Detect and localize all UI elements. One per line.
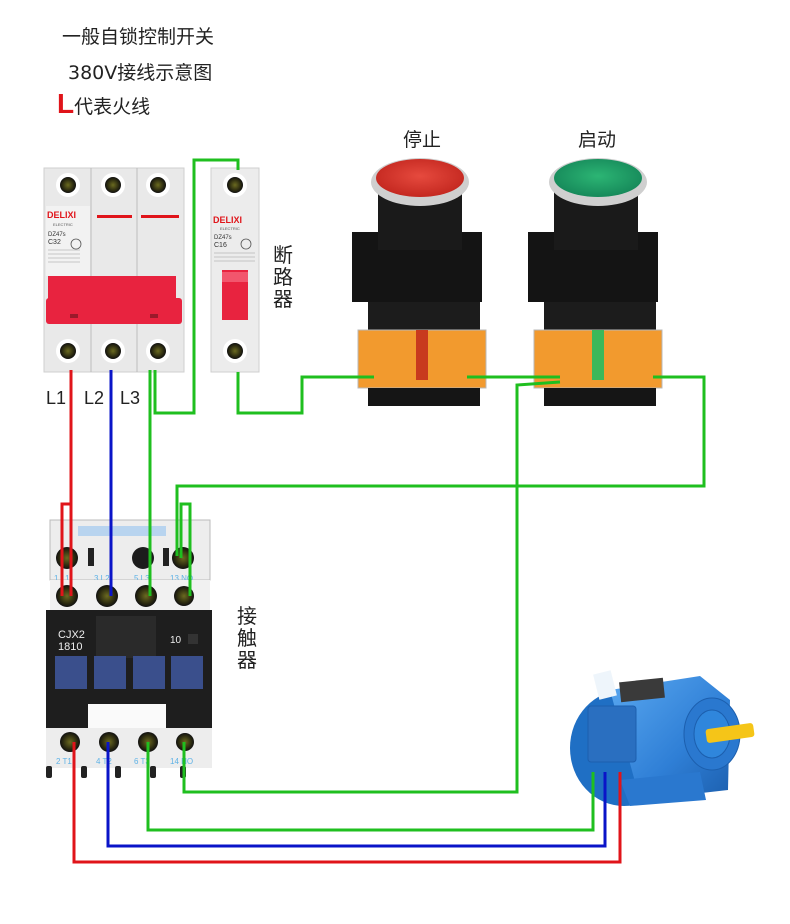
three-pole-breaker: DELIXI ELECTRIC DZ47s C32 — [43, 167, 185, 373]
legend: L代表火线 — [57, 88, 150, 120]
red-button-cap — [376, 159, 464, 197]
green-button-cap — [554, 159, 642, 197]
start-button — [528, 158, 663, 406]
wire-t1-to-motor — [72, 742, 622, 864]
start-button-label: 启动 — [578, 129, 617, 151]
contactor-aux-code: 10 — [170, 635, 182, 646]
wire-start-to-aux-13 — [175, 375, 706, 556]
legend-letter: L — [57, 88, 75, 119]
terminal-label: 6 T3 — [134, 757, 150, 766]
contactor-label: 接触器 — [237, 604, 257, 672]
terminal-label: 4 T2 — [96, 757, 112, 766]
breaker-brand-sub: ELECTRIC — [53, 222, 73, 227]
terminal-label: 2 T1 — [56, 757, 72, 766]
legend-text: 代表火线 — [74, 96, 151, 118]
contactor-model: CJX2 — [58, 629, 85, 641]
wire-1p-breaker-to-stop — [236, 372, 374, 415]
terminal-label: 5 L3 — [134, 574, 150, 583]
breaker-rating: C32 — [48, 239, 61, 246]
terminal-label: 13 NO — [170, 574, 193, 583]
breaker-1p-brand-sub: ELECTRIC — [220, 226, 240, 231]
diagram-title: 一般自锁控制开关 — [62, 26, 215, 48]
terminal-screw-icon — [227, 343, 243, 359]
terminal-screw-icon — [56, 339, 170, 363]
terminal-label: 14 NO — [170, 757, 193, 766]
contactor-model-code: 1810 — [58, 641, 82, 653]
wire-t3-to-motor — [146, 742, 595, 832]
breaker-model: DZ47s — [48, 232, 66, 238]
phase-label-l2: L2 — [84, 388, 105, 408]
breaker-1p-model: DZ47s — [214, 235, 232, 241]
breaker-brand: DELIXI — [47, 210, 76, 220]
wire-start-to-aux-14 — [182, 380, 561, 794]
wire-l3-to-1p-breaker — [153, 158, 240, 415]
wire-aux-loop — [179, 502, 192, 596]
terminal-screw-icon — [56, 173, 170, 197]
stop-button-label: 停止 — [403, 129, 442, 151]
terminal-screw-icon — [227, 177, 243, 193]
wire-l1-loop — [60, 502, 71, 596]
phase-label-l3: L3 — [120, 388, 141, 408]
diagram-subtitle: 380V接线示意图 — [68, 62, 213, 84]
stop-button — [352, 158, 487, 406]
breaker-1p-brand: DELIXI — [213, 215, 242, 225]
breaker-1p-rating: C16 — [214, 242, 227, 249]
motor-icon — [570, 670, 755, 806]
breaker-label: 断路器 — [273, 243, 293, 311]
wire-t2-to-motor — [106, 742, 607, 848]
single-pole-breaker: DELIXI ELECTRIC DZ47s C16 — [210, 167, 260, 373]
terminal-label: 3 L2 — [94, 574, 110, 583]
phase-label-l1: L1 — [46, 388, 67, 408]
